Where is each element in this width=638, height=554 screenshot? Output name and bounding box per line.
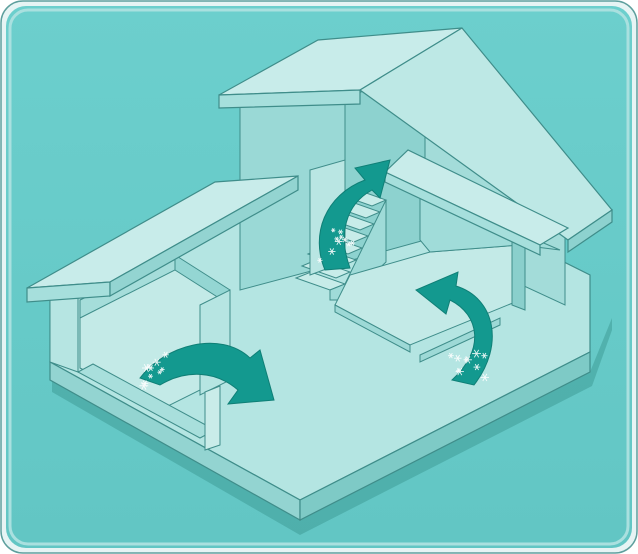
left-room-post [205, 386, 220, 450]
left-room-front-left-wall [50, 290, 78, 372]
right-room-side-wall [512, 238, 525, 310]
